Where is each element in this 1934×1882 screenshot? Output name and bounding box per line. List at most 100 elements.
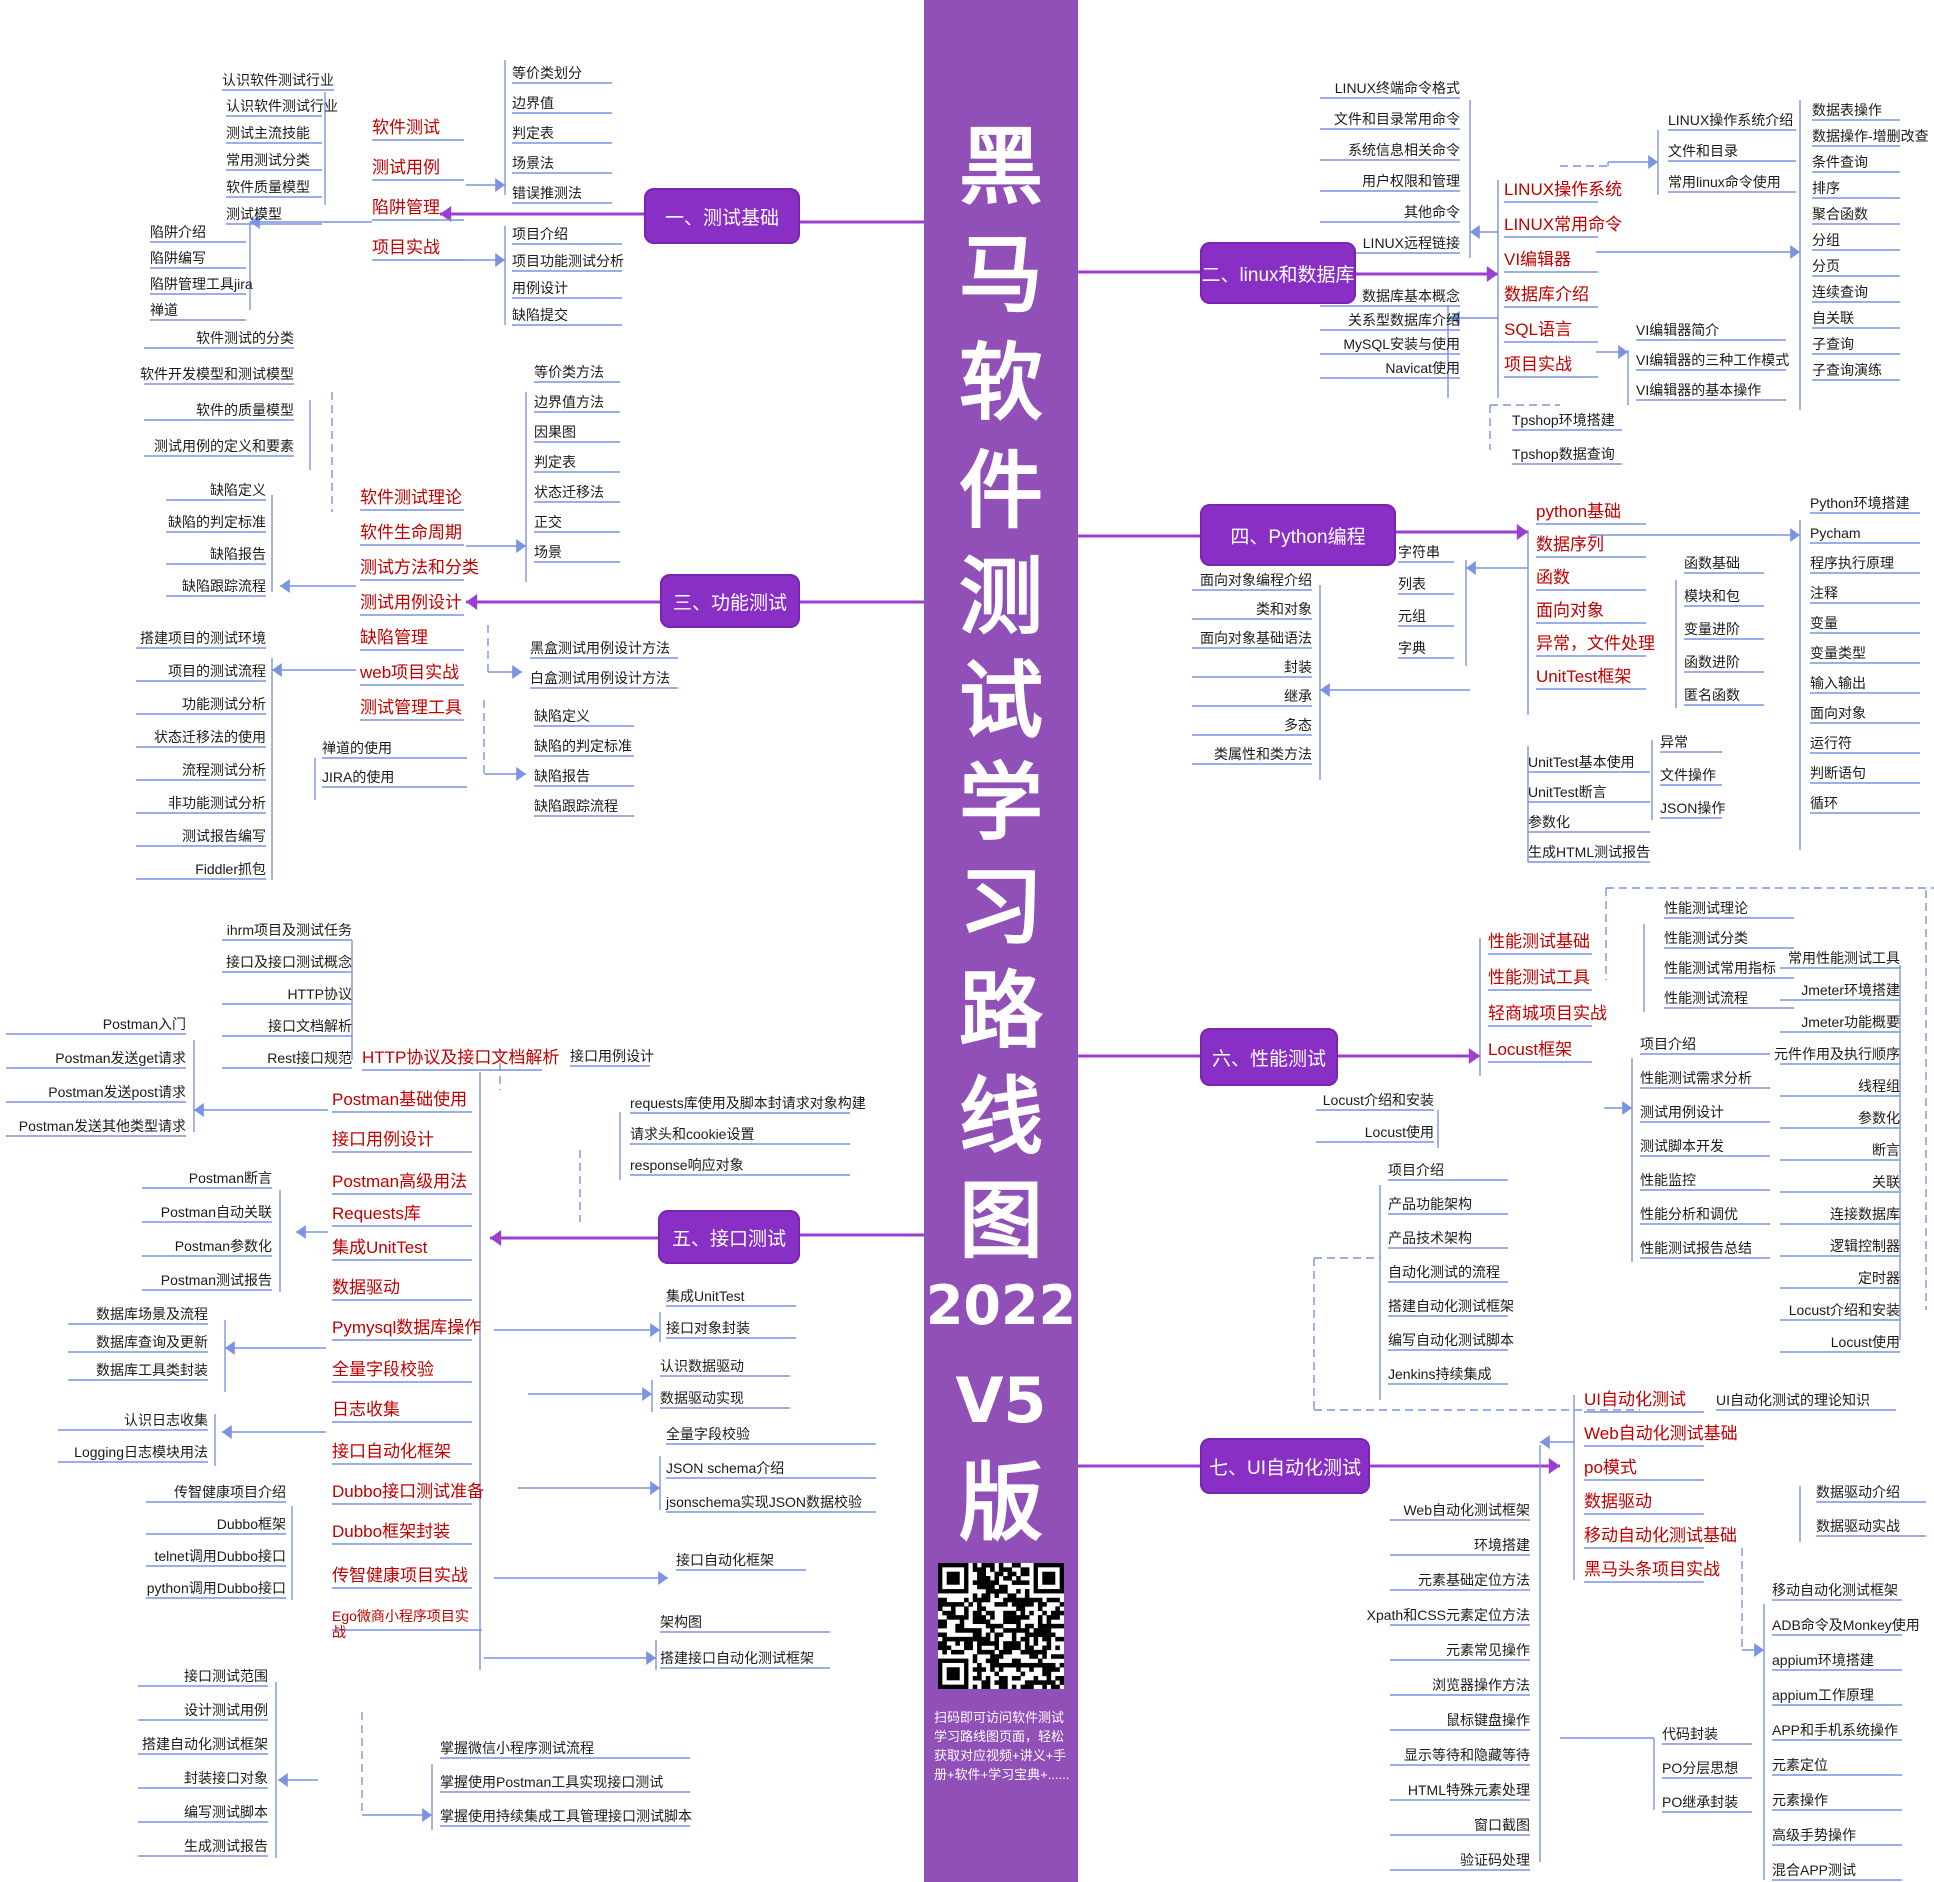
topic-s5: Postman高级用法 [332,1172,468,1191]
topic-s2: SQL语言 [1504,320,1573,339]
leaf-node: 设计测试用例 [184,1702,268,1718]
section-box-functional[interactable]: 三、功能测试 [660,574,800,628]
leaf-node: 功能测试分析 [182,696,266,712]
leaf-node: 元组 [1398,608,1426,624]
arrow-head-icon [272,663,282,677]
leaf-node: 掌握微信小程序测试流程 [440,1740,594,1756]
leaf-node: 判断语句 [1810,765,1866,781]
title-char: 马 [958,226,1043,324]
arrow-head-icon [516,539,526,553]
leaf-node: 接口对象封装 [666,1320,750,1336]
leaf-node: 类属性和类方法 [1214,746,1312,762]
leaf-node: 搭建自动化测试框架 [142,1736,268,1752]
leaf-node: 文件操作 [1660,767,1716,783]
leaf-node: 匿名函数 [1684,687,1740,703]
topic-s3: web项目实战 [360,663,460,682]
leaf-node: JSON schema介绍 [666,1460,785,1476]
section-box-linux-db[interactable]: 二、linux和数据库 [1200,242,1356,304]
leaf-node: 集成UnitTest [666,1288,745,1304]
arrow-head-icon [1516,524,1528,540]
title-char: 试 [958,652,1043,750]
leaf-node: 缺陷跟踪流程 [182,578,266,594]
leaf-node: 性能监控 [1640,1172,1696,1188]
leaf-node: Jmeter环境搭建 [1801,982,1900,998]
leaf-node: 编写测试脚本 [184,1804,268,1820]
leaf-node: 连续查询 [1812,284,1868,300]
leaf-node: LINUX操作系统介绍 [1668,112,1794,128]
leaf-node: 架构图 [660,1614,702,1630]
leaf-node: 项目功能测试分析 [512,253,624,269]
leaf-node: telnet调用Dubbo接口 [154,1548,286,1564]
leaf-node: 面向对象基础语法 [1200,630,1312,646]
section-box-performance[interactable]: 六、性能测试 [1200,1028,1338,1086]
topic-s7: UI自动化测试 [1584,1390,1686,1409]
leaf-node: 线程组 [1858,1078,1900,1094]
leaf-node: 正交 [534,514,562,530]
topic-s7: po模式 [1584,1458,1637,1477]
leaf-node: 系统信息相关命令 [1348,142,1460,158]
leaf-node: 边界值 [512,95,554,111]
arrow-head-icon [1470,225,1480,239]
leaf-node: 白盒测试用例设计方法 [530,670,670,686]
leaf-node: 性能分析和调优 [1640,1206,1738,1222]
topic-s3: 缺陷管理 [360,628,428,647]
leaf-node: Navicat使用 [1385,360,1460,376]
arrow-head-icon [1548,1458,1560,1474]
section-box-ui-automation[interactable]: 七、UI自动化测试 [1200,1438,1370,1494]
leaf-node: 子查询演练 [1812,362,1882,378]
leaf-node: 数据表操作 [1812,102,1882,118]
leaf-node: 状态迁移法 [534,484,604,500]
leaf-node: 函数进阶 [1684,654,1740,670]
section-box-api[interactable]: 五、接口测试 [658,1210,800,1264]
topic-s1: 测试用例 [372,158,440,177]
leaf-node: 元素基础定位方法 [1418,1572,1530,1588]
title-char: 学 [958,754,1043,852]
topic-s3: 测试方法和分类 [360,558,479,577]
leaf-node: 编写自动化测试脚本 [1388,1332,1514,1348]
topic-s3: 软件生命周期 [360,523,462,542]
arrow-head-icon [1622,1101,1632,1115]
section-box-python[interactable]: 四、Python编程 [1200,504,1396,566]
leaf-node: 元素定位 [1772,1757,1828,1773]
leaf-node: requests库使用及脚本封请求对象构建 [630,1095,866,1111]
leaf-node: 认识数据驱动 [660,1358,744,1374]
leaf-node: 性能测试需求分析 [1640,1070,1752,1086]
leaf-node: ihrm项目及测试任务 [226,922,352,938]
leaf-node: 掌握使用Postman工具实现接口测试 [440,1774,664,1790]
leaf-node: 缺陷定义 [534,708,590,724]
title-char: 黑 [958,118,1043,216]
leaf-node: 测试模型 [226,206,282,222]
leaf-node: 认识软件测试行业 [226,98,338,114]
leaf-node: 缺陷提交 [512,307,568,323]
leaf-node: 接口及接口测试概念 [226,954,352,970]
leaf-node: Locust使用 [1364,1124,1434,1140]
topic-s5: 集成UnitTest [332,1238,428,1257]
leaf-node: UI自动化测试的理论知识 [1716,1392,1870,1408]
leaf-node: 数据驱动实战 [1816,1518,1900,1534]
leaf-node: Logging日志模块用法 [74,1444,208,1460]
leaf-node: 判定表 [534,454,576,470]
qr-code-icon[interactable] [938,1563,1064,1689]
arrow-head-icon [296,1225,306,1239]
arrow-head-icon [1486,266,1498,282]
leaf-node: 搭建自动化测试框架 [1388,1298,1514,1314]
leaf-node: 关系型数据库介绍 [1348,312,1460,328]
topic-s2: 项目实战 [1504,355,1572,374]
leaf-node: 窗口截图 [1474,1817,1530,1833]
leaf-node: 输入输出 [1810,675,1866,691]
leaf-node: VI编辑器的三种工作模式 [1636,352,1790,368]
section-box-test-basics[interactable]: 一、测试基础 [644,188,800,244]
leaf-node: Postman断言 [188,1170,272,1186]
topic-s4: UnitTest框架 [1536,667,1632,686]
leaf-node: 场景 [534,544,562,560]
arrow-head-icon [278,1773,288,1787]
leaf-node: Jmeter功能概要 [1801,1014,1900,1030]
leaf-node: 分页 [1812,258,1840,274]
leaf-node: 陷阱管理工具jira [150,276,253,292]
leaf-node: 移动自动化测试框架 [1772,1582,1898,1598]
leaf-node: 等价类方法 [534,364,604,380]
leaf-node: jsonschema实现JSON数据校验 [666,1494,863,1510]
leaf-node: Postman发送其他类型请求 [18,1118,186,1134]
leaf-node: 性能测试理论 [1664,900,1748,916]
arrow-head-icon [422,1808,432,1822]
